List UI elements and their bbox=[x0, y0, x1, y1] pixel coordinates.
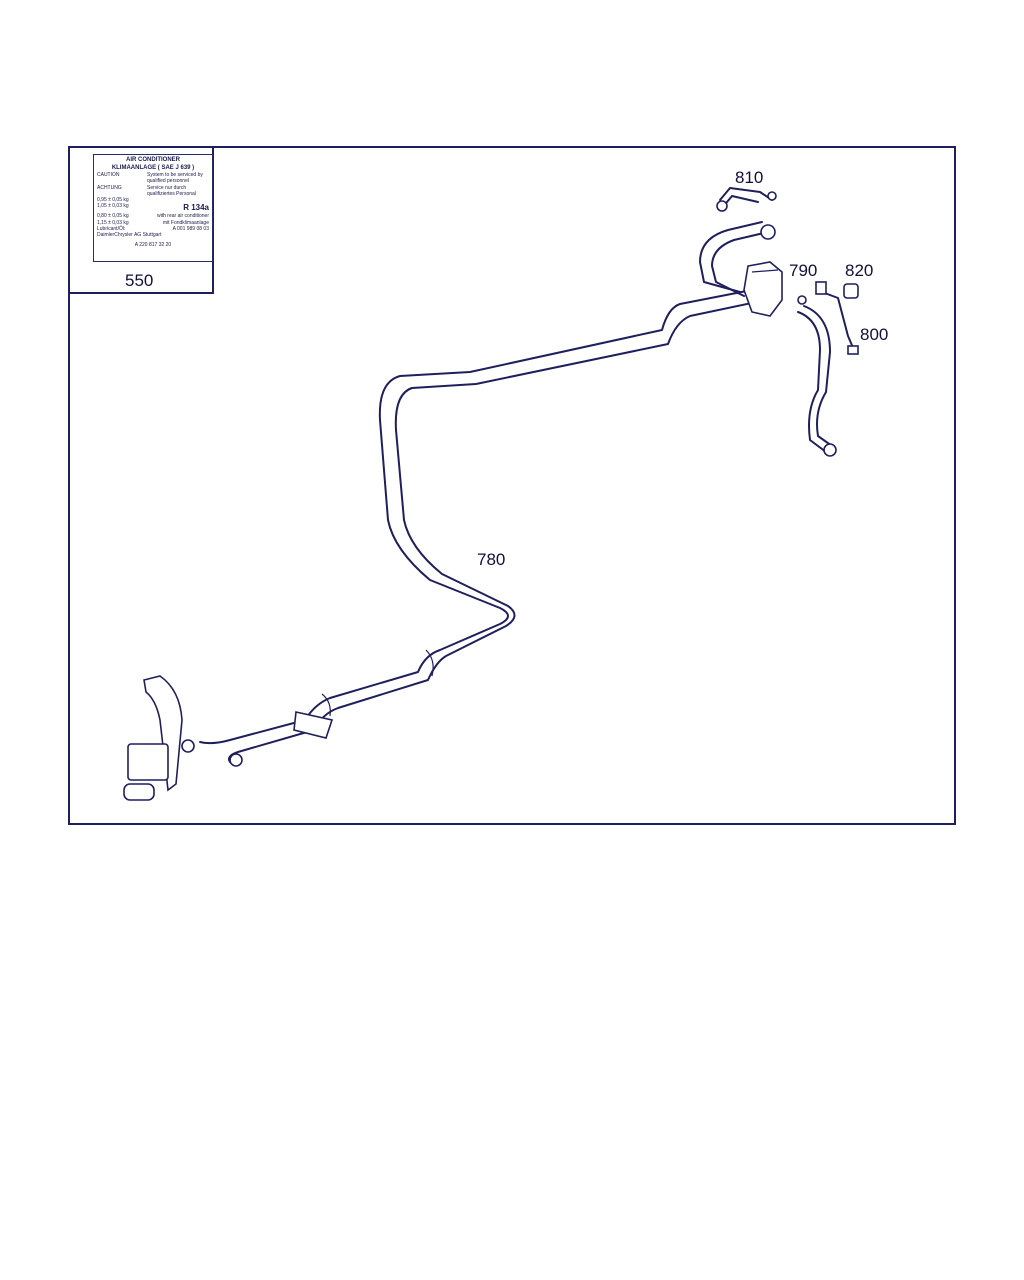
sticker-charge-4-note: mit Fondklimaanlage bbox=[162, 219, 209, 226]
sticker-charge-row-4: 1,15 ± 0,03 kg mit Fondklimaanlage bbox=[97, 220, 209, 226]
line-800 bbox=[797, 291, 859, 457]
label-inset-box bbox=[68, 146, 214, 294]
sticker-caution-row: CAUTION System to be serviced by qualifi… bbox=[97, 172, 209, 185]
ac-line-780 bbox=[199, 287, 767, 763]
rear-valve-bracket bbox=[123, 675, 334, 801]
nut-820 bbox=[843, 283, 859, 299]
sticker-charge-1: 0,95 ± 0,05 kg bbox=[97, 197, 129, 203]
callout-820: 820 bbox=[845, 261, 874, 280]
diagram-frame bbox=[68, 146, 956, 825]
sticker-charge-2: 1,05 ± 0,03 kg bbox=[97, 203, 129, 210]
sticker-maker: DaimlerChrysler AG Stuttgart bbox=[97, 232, 162, 238]
sticker-lubricant-label: Lubricant/Öl: bbox=[97, 225, 126, 232]
sticker-caution-text: System to be serviced by qualified perso… bbox=[147, 172, 203, 185]
callout-780: 780 bbox=[477, 550, 506, 569]
connector-820 bbox=[815, 281, 827, 295]
line-810 bbox=[699, 187, 777, 297]
callout-810: 810 bbox=[735, 168, 764, 187]
sticker-charge-row-3: 0,80 ± 0,05 kg with rear air conditioner bbox=[97, 213, 209, 219]
sticker-achtung-text: Service nur durch qualifiziertes Persona… bbox=[147, 184, 196, 197]
block-flange bbox=[743, 261, 783, 317]
sticker-charge-3-note: with rear air conditioner bbox=[157, 213, 209, 220]
sticker-charge-3: 0,80 ± 0,05 kg bbox=[97, 213, 129, 220]
ac-label-sticker: AIR CONDITIONER KLIMAANLAGE ( SAE J 639 … bbox=[93, 154, 213, 262]
sticker-title-2: KLIMAANLAGE ( SAE J 639 ) bbox=[111, 164, 195, 171]
sticker-charge-row-2: 1,05 ± 0,03 kg R 134a bbox=[97, 203, 209, 213]
sticker-refrigerant: R 134a bbox=[183, 203, 209, 213]
sticker-achtung-row: ACHTUNG Service nur durch qualifiziertes… bbox=[97, 185, 209, 198]
sticker-charge-row-1: 0,95 ± 0,05 kg bbox=[97, 197, 209, 203]
sticker-caution-label: CAUTION bbox=[97, 172, 120, 178]
sticker-achtung-label: ACHTUNG bbox=[97, 184, 122, 191]
sticker-lubricant-row: Lubricant/Öl: A 001 989 08 03 bbox=[97, 226, 209, 232]
callout-790: 790 bbox=[789, 261, 818, 280]
callout-550: 550 bbox=[125, 271, 154, 290]
seal-ring-790 bbox=[797, 295, 807, 305]
sticker-title-1: AIR CONDITIONER bbox=[126, 157, 180, 163]
callout-800: 800 bbox=[860, 325, 889, 344]
sticker-lubricant-value: A 001 989 08 03 bbox=[172, 225, 209, 232]
sticker-part-number: A 220 817 32 20 bbox=[134, 242, 172, 249]
sticker-charge-4: 1,15 ± 0,03 kg bbox=[97, 219, 129, 226]
